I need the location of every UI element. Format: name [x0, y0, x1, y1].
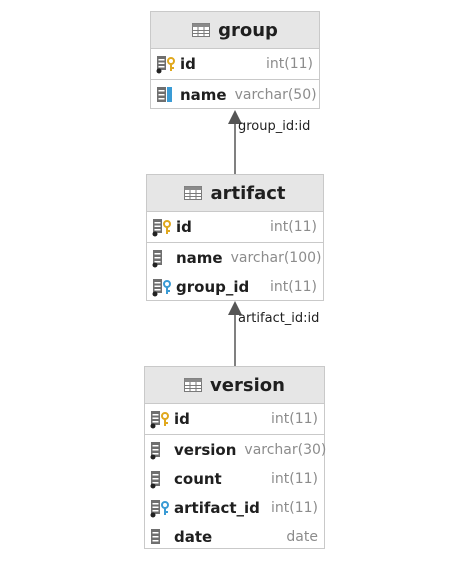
column-type: varchar(30) [244, 441, 327, 458]
column-type: int(11) [271, 470, 318, 487]
column-type: date [286, 528, 318, 545]
table-group[interactable]: group id int(11) name varchar(50) [150, 11, 320, 109]
column-icon [150, 470, 160, 488]
column-name: id [180, 55, 196, 73]
table-icon [192, 23, 211, 37]
table-header[interactable]: artifact [147, 175, 323, 212]
foreign-key-column-icon [152, 278, 171, 296]
column-type: int(11) [270, 278, 317, 295]
column-row[interactable]: id int(11) [147, 212, 323, 243]
column-name: name [180, 85, 227, 104]
foreign-key-column-icon [150, 499, 169, 517]
column-type: int(11) [271, 411, 318, 427]
primary-key-column-icon [156, 56, 175, 74]
column-type: varchar(100) [230, 249, 322, 266]
column-name: count [174, 469, 222, 488]
column-type: int(11) [270, 219, 317, 235]
column-name: version [174, 440, 237, 459]
relation-artifact-version [228, 301, 242, 366]
table-artifact[interactable]: artifact id int(11) name varchar(100) gr… [146, 174, 324, 301]
column-row[interactable]: date date [145, 522, 324, 551]
column-name: date [174, 527, 213, 546]
table-header[interactable]: version [145, 367, 324, 404]
table-icon [184, 186, 203, 200]
table-title: artifact [210, 182, 286, 204]
table-icon [184, 378, 203, 392]
relation-label: group_id:id [238, 119, 311, 134]
column-name: artifact_id [174, 498, 260, 517]
column-row[interactable]: count int(11) [145, 464, 324, 493]
column-row[interactable]: artifact_id int(11) [145, 493, 324, 522]
relation-label: artifact_id:id [238, 311, 320, 326]
primary-key-column-icon [150, 411, 169, 429]
column-icon [157, 86, 172, 102]
column-type: int(11) [266, 56, 313, 72]
column-type: varchar(50) [234, 86, 317, 103]
column-icon [152, 249, 162, 267]
column-icon [151, 528, 160, 544]
table-version[interactable]: version id int(11) version varchar(30) c… [144, 366, 327, 551]
column-row[interactable]: id int(11) [145, 404, 324, 435]
column-row[interactable]: name varchar(50) [151, 80, 319, 109]
column-row[interactable]: group_id int(11) [147, 272, 323, 301]
column-name: group_id [176, 277, 250, 296]
column-row[interactable]: name varchar(100) [147, 243, 323, 272]
column-type: int(11) [271, 499, 318, 516]
column-name: name [176, 248, 223, 267]
column-row[interactable]: id int(11) [151, 49, 319, 80]
relation-group-artifact [228, 110, 242, 174]
column-icon [150, 441, 160, 459]
column-name: id [174, 410, 190, 428]
table-title: version [210, 374, 285, 396]
table-title: group [218, 19, 278, 41]
column-name: id [176, 218, 192, 236]
column-row[interactable]: version varchar(30) [145, 435, 327, 464]
table-header[interactable]: group [151, 12, 319, 49]
primary-key-column-icon [152, 219, 171, 237]
